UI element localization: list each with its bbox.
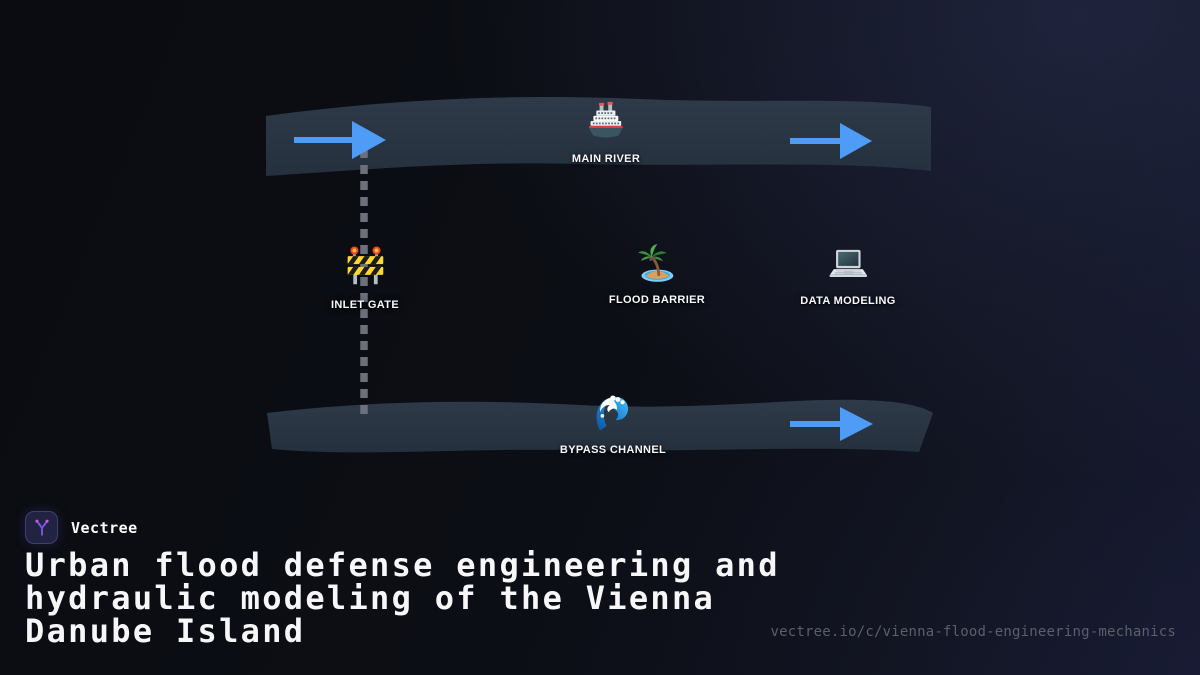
node-main-river: MAIN RIVER bbox=[572, 99, 640, 165]
vectree-logo-badge bbox=[25, 511, 58, 544]
desert-island-icon bbox=[637, 243, 673, 282]
flow-arrow-bypass bbox=[790, 407, 873, 441]
brand-name: Vectree bbox=[71, 518, 138, 537]
title-line-3: Danube Island bbox=[25, 612, 306, 650]
ship-icon bbox=[589, 101, 623, 138]
vectree-logo-icon bbox=[34, 519, 49, 536]
page-title: Urban flood defense engineering and hydr… bbox=[25, 549, 780, 648]
title-line-2: hydraulic modeling of the Vienna bbox=[25, 579, 716, 617]
node-data-modeling: DATA MODELING bbox=[800, 245, 895, 307]
title-line-1: Urban flood defense engineering and bbox=[25, 546, 780, 584]
flow-arrow-main-left bbox=[294, 121, 386, 159]
laptop-icon bbox=[829, 249, 867, 278]
bypass-channel-label: BYPASS CHANNEL bbox=[559, 444, 667, 456]
brand-row: Vectree bbox=[25, 511, 138, 544]
wave-icon bbox=[596, 395, 629, 431]
construction-barrier-icon bbox=[347, 246, 383, 285]
page-url-link[interactable]: vectree.io/c/vienna-flood-engineering-me… bbox=[770, 624, 1176, 640]
node-inlet-gate: INLET GATE bbox=[331, 243, 399, 311]
node-flood-barrier: FLOOD BARRIER bbox=[609, 241, 705, 306]
main-river-label: MAIN RIVER bbox=[571, 153, 641, 165]
flow-arrow-main-right bbox=[790, 123, 872, 159]
node-bypass-channel: BYPASS CHANNEL bbox=[560, 392, 666, 456]
inlet-gate-label: INLET GATE bbox=[330, 299, 400, 311]
flood-barrier-label: FLOOD BARRIER bbox=[608, 294, 706, 306]
data-modeling-label: DATA MODELING bbox=[800, 295, 896, 307]
